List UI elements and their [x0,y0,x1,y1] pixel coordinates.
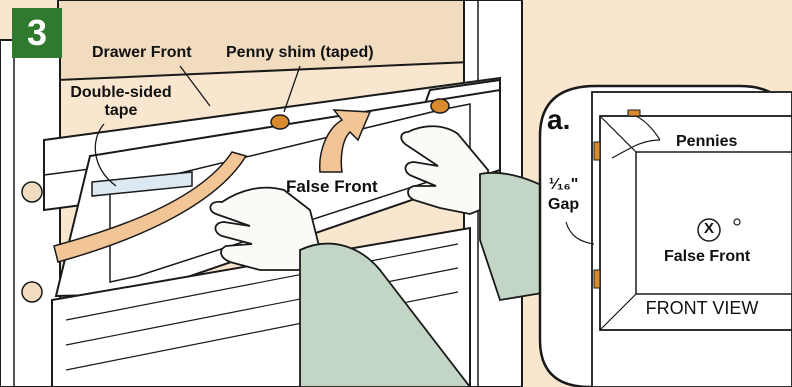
double-sided-tape-strip [91,171,193,197]
detail-mark-x: X [703,220,714,237]
leader-tape [94,123,117,187]
detail-label-gap: ¹⁄₁₆" Gap [548,175,579,215]
detail-penny-top [627,109,641,117]
leader-penny [283,65,301,113]
detail-leader-gap [565,221,595,245]
label-double-sided-tape-line1: Double-sided [70,84,172,101]
label-double-sided-tape-line2: tape [104,101,138,119]
right-hand [400,125,491,215]
detail-x-circle [697,218,721,242]
detail-label-pennies: Pennies [676,133,738,150]
tape-backing [53,151,248,263]
label-drawer-front: Drawer Front [92,44,192,61]
hinge-knob-1 [21,181,43,203]
hinge-knob-2 [21,281,43,303]
detail-gap-fraction: ¹⁄₁₆" [548,176,579,193]
lift-arrow [319,109,372,173]
label-penny-shim: Penny shim (taped) [226,44,374,61]
detail-view-name: FRONT VIEW [645,298,759,318]
step-number-badge: 3 [12,8,62,58]
detail-penny-left-1 [593,141,601,161]
detail-label-false-front: False Front [664,248,751,265]
label-double-sided-tape: Double-sided tape [56,84,186,119]
detail-gap-word: Gap [548,196,580,213]
left-hand [209,186,321,271]
detail-screw-hole [733,218,741,226]
label-false-front: False Front [286,177,378,196]
penny-shim-1 [270,114,290,130]
penny-shim-2 [430,98,450,114]
detail-penny-left-2 [593,269,601,289]
detail-letter: a. [547,104,571,135]
leader-drawer-front [179,65,211,107]
detail-leader-pennies [611,115,661,159]
left-sleeve [299,242,472,387]
